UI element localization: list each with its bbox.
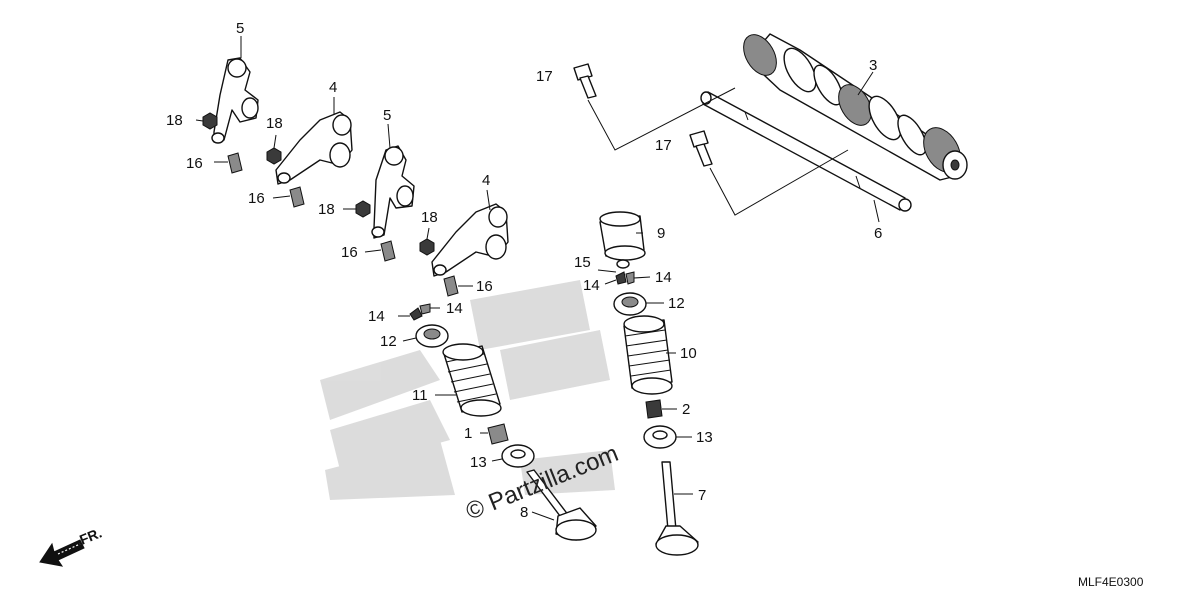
adjusting-screw-icon <box>443 275 459 297</box>
adjusting-screw-icon <box>227 152 243 174</box>
spring-retainer-icon <box>415 324 449 348</box>
callout-16: 16 <box>341 244 358 261</box>
callout-15: 15 <box>574 254 591 271</box>
spring-retainer-icon <box>613 292 647 316</box>
lock-nut-icon <box>202 112 218 130</box>
callout-18: 18 <box>266 115 283 132</box>
valve-cotter-icon <box>409 303 431 321</box>
callout-7: 7 <box>698 487 706 504</box>
callout-3: 3 <box>869 57 877 74</box>
callout-13: 13 <box>696 429 713 446</box>
adjusting-screw-icon <box>380 240 396 262</box>
callout-14: 14 <box>583 277 600 294</box>
callout-12: 12 <box>668 295 685 312</box>
valve-spring-icon <box>623 315 673 395</box>
valve-spring-icon <box>442 343 502 417</box>
shim-icon <box>616 259 630 269</box>
adjusting-screw-icon <box>289 186 305 208</box>
camshaft-icon <box>743 33 968 181</box>
leader-lines <box>195 36 880 521</box>
spring-seat-icon <box>501 444 535 468</box>
background-watermark <box>320 280 615 500</box>
front-label: FR. <box>77 524 104 547</box>
lock-nut-icon <box>355 200 371 218</box>
lock-nut-icon <box>419 238 435 256</box>
rocker-arm-icon <box>211 57 259 144</box>
callout-18: 18 <box>318 201 335 218</box>
diagram-code: MLF4E0300 <box>1078 575 1144 589</box>
callout-17: 17 <box>536 68 553 85</box>
rocker-arm-icon <box>371 145 415 239</box>
callout-16: 16 <box>476 278 493 295</box>
callout-4: 4 <box>329 79 337 96</box>
front-arrow-icon <box>39 539 85 567</box>
callout-18: 18 <box>421 209 438 226</box>
rocker-shaft-icon <box>700 91 912 212</box>
valve-stem-seal-icon <box>645 399 663 419</box>
bolt-icon <box>689 130 849 216</box>
callout-9: 9 <box>657 225 665 242</box>
callout-1: 1 <box>464 425 472 442</box>
rocker-arm-icon <box>275 111 353 185</box>
valve-icon <box>655 461 699 556</box>
callout-5: 5 <box>383 107 391 124</box>
callout-14: 14 <box>446 300 463 317</box>
callout-17: 17 <box>655 137 672 154</box>
spring-seat-icon <box>643 425 677 449</box>
callout-11: 11 <box>412 387 428 404</box>
callout-2: 2 <box>682 401 690 418</box>
callout-5: 5 <box>236 20 244 37</box>
lock-nut-icon <box>266 147 282 165</box>
valve-stem-seal-icon <box>487 423 509 445</box>
bolt-icon <box>573 63 736 151</box>
callout-4: 4 <box>482 172 490 189</box>
valve-cotter-icon <box>615 271 635 285</box>
callout-18: 18 <box>166 112 183 129</box>
callout-14: 14 <box>655 269 672 286</box>
callout-16: 16 <box>248 190 265 207</box>
callout-labels: 5 4 5 4 3 6 17 17 18 18 18 18 16 16 16 1… <box>166 20 882 521</box>
valve-icon <box>526 469 597 541</box>
callout-13: 13 <box>470 454 487 471</box>
callout-16: 16 <box>186 155 203 172</box>
valve-lifter-icon <box>599 211 646 261</box>
callout-8: 8 <box>520 504 528 521</box>
callout-6: 6 <box>874 225 882 242</box>
callout-14: 14 <box>368 308 385 325</box>
callout-10: 10 <box>680 345 697 362</box>
callout-12: 12 <box>380 333 397 350</box>
rocker-arm-icon <box>431 203 509 277</box>
